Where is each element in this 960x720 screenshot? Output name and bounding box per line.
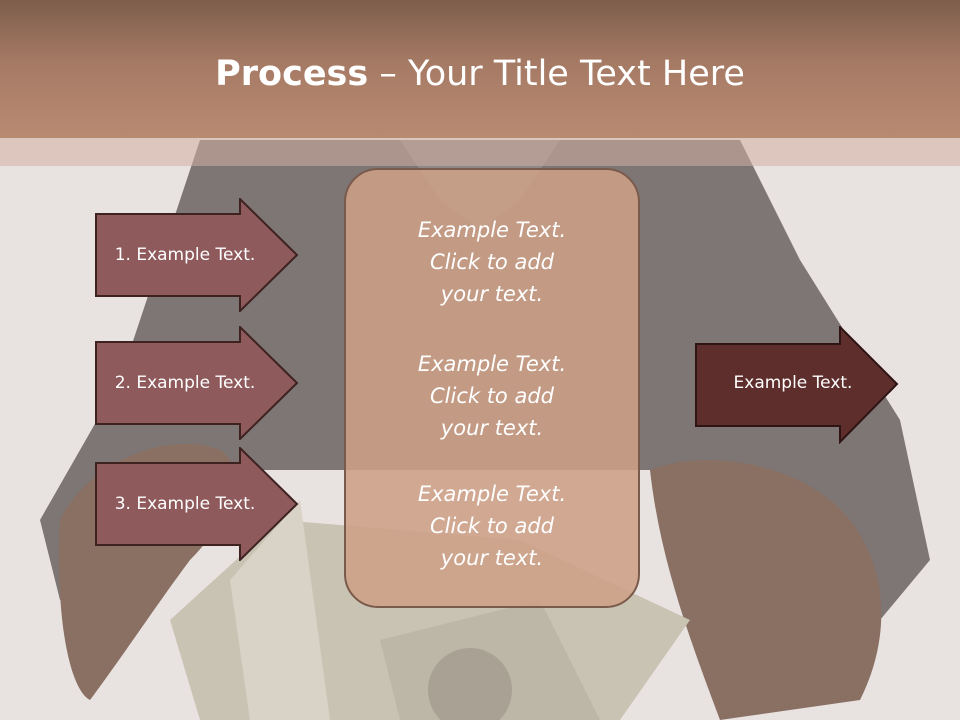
title-bold: Process <box>215 54 369 94</box>
block-3-line-2: Click to add <box>429 514 554 538</box>
arrow-step-1[interactable]: 1. Example Text. <box>95 198 299 312</box>
block-3-line-3: your text. <box>440 546 544 570</box>
arrow-step-2-label: 2. Example Text. <box>114 373 256 393</box>
arrow-step-3-label: 3. Example Text. <box>114 494 256 514</box>
center-text-block-2: Example Text. Click to add your text. <box>346 348 638 444</box>
block-2-line-3: your text. <box>440 416 544 440</box>
center-text-block-3: Example Text. Click to add your text. <box>346 478 638 574</box>
block-1-line-1: Example Text. <box>417 218 567 242</box>
slide-title[interactable]: Process – Your Title Text Here <box>0 52 960 96</box>
arrow-step-1-label: 1. Example Text. <box>114 245 256 265</box>
arrow-output[interactable]: Example Text. <box>695 326 899 444</box>
title-band <box>0 0 960 138</box>
arrow-step-3[interactable]: 3. Example Text. <box>95 447 299 561</box>
center-text-block-1: Example Text. Click to add your text. <box>346 214 638 310</box>
center-text-box[interactable]: Example Text. Click to add your text. Ex… <box>344 168 640 608</box>
block-2-line-2: Click to add <box>429 384 554 408</box>
block-1-line-2: Click to add <box>429 250 554 274</box>
arrow-output-label: Example Text. <box>733 373 853 393</box>
title-dash: – <box>368 54 408 94</box>
title-strip <box>0 138 960 166</box>
arrow-step-2[interactable]: 2. Example Text. <box>95 326 299 440</box>
block-1-line-3: your text. <box>440 282 544 306</box>
block-3-line-1: Example Text. <box>417 482 567 506</box>
block-2-line-1: Example Text. <box>417 352 567 376</box>
title-rest: Your Title Text Here <box>407 54 745 94</box>
